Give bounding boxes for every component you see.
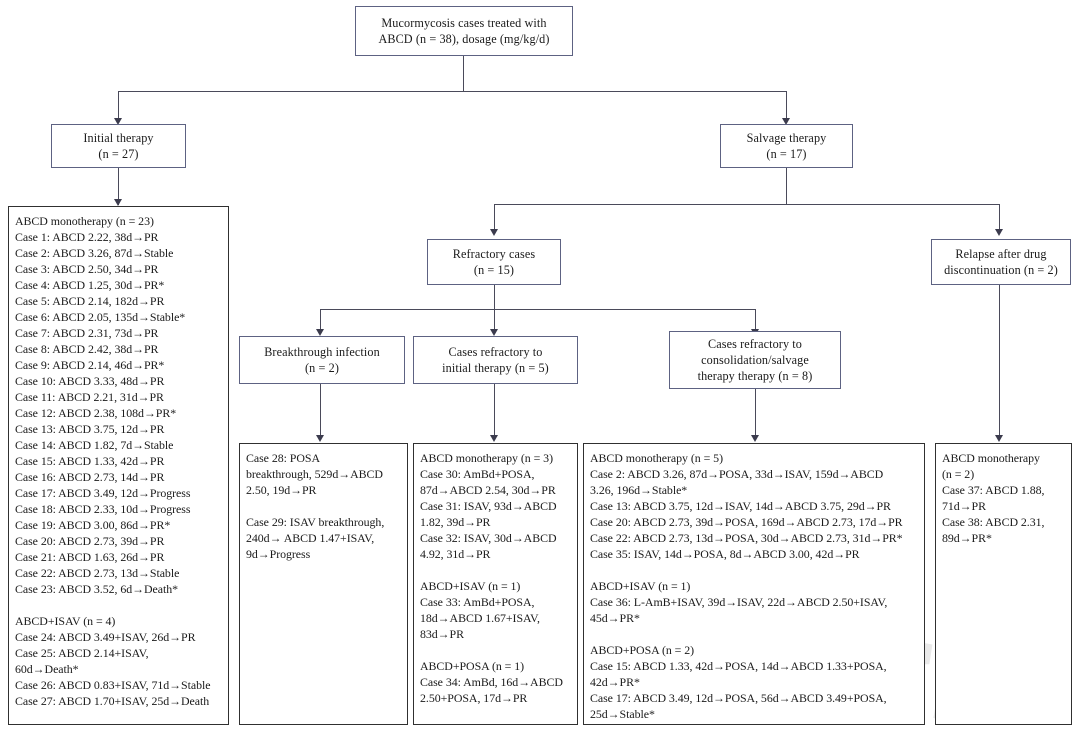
connector-relapse-to-cases [999, 285, 1000, 437]
node-refractory-to-consolidation-label: Cases refractory to consolidation/salvag… [697, 336, 813, 384]
node-relapse-label: Relapse after drug discontinuation (n = … [944, 246, 1058, 277]
arrowhead-to-salvage [781, 118, 790, 125]
connector-refractory-stem [494, 285, 495, 309]
leaf-refractory-consolidation-cases-text: ABCD monotherapy (n = 5) Case 2: ABCD 3.… [590, 451, 903, 721]
arrowhead-breakthrough-to-cases [315, 435, 324, 442]
node-breakthrough-infection: Breakthrough infection (n = 2) [239, 336, 405, 384]
leaf-breakthrough-cases: Case 28: POSA breakthrough, 529d→ABCD 2.… [239, 443, 408, 725]
node-salvage-therapy-label: Salvage therapy (n = 17) [746, 130, 827, 161]
node-refractory-cases-label: Refractory cases (n = 15) [452, 246, 536, 277]
leaf-breakthrough-cases-text: Case 28: POSA breakthrough, 529d→ABCD 2.… [246, 451, 385, 561]
arrowhead-refractory-consolidation-to-cases [750, 435, 759, 442]
connector-refractory-initial-to-cases [494, 384, 495, 437]
node-breakthrough-label: Breakthrough infection (n = 2) [264, 344, 380, 375]
leaf-relapse-cases: ABCD monotherapy (n = 2) Case 37: ABCD 1… [935, 443, 1072, 725]
connector-refractory-consolidation-to-cases [755, 389, 756, 437]
connector-root-split [118, 91, 787, 92]
node-refractory-to-initial-label: Cases refractory to initial therapy (n =… [442, 344, 549, 375]
node-initial-therapy-label: Initial therapy (n = 27) [83, 130, 154, 161]
node-refractory-to-initial: Cases refractory to initial therapy (n =… [413, 336, 578, 384]
connector-salvage-split [494, 204, 999, 205]
leaf-refractory-initial-cases-text: ABCD monotherapy (n = 3) Case 30: AmBd+P… [420, 451, 563, 705]
connector-to-salvage [786, 91, 787, 120]
node-refractory-to-consolidation: Cases refractory to consolidation/salvag… [669, 331, 841, 389]
node-initial-therapy: Initial therapy (n = 27) [51, 124, 186, 168]
connector-to-breakthrough [320, 309, 321, 331]
arrowhead-relapse-to-cases [994, 435, 1003, 442]
leaf-relapse-cases-text: ABCD monotherapy (n = 2) Case 37: ABCD 1… [942, 451, 1045, 545]
node-root: Mucormycosis cases treated with ABCD (n … [355, 6, 573, 56]
connector-refractory-split [320, 309, 756, 310]
leaf-initial-therapy-cases-text: ABCD monotherapy (n = 23) Case 1: ABCD 2… [15, 214, 211, 708]
arrowhead-to-refractory-initial [489, 329, 498, 336]
connector-salvage-stem [786, 168, 787, 204]
leaf-refractory-initial-cases: ABCD monotherapy (n = 3) Case 30: AmBd+P… [413, 443, 578, 725]
node-refractory-cases: Refractory cases (n = 15) [427, 239, 561, 285]
connector-to-initial [118, 91, 119, 120]
node-root-label: Mucormycosis cases treated with ABCD (n … [378, 15, 550, 46]
connector-to-relapse [999, 204, 1000, 231]
leaf-refractory-consolidation-cases: ABCD monotherapy (n = 5) Case 2: ABCD 3.… [583, 443, 925, 725]
connector-to-refractory-consolidation [755, 309, 756, 331]
arrowhead-to-breakthrough [315, 329, 324, 336]
connector-breakthrough-to-cases [320, 384, 321, 437]
connector-root-stem [463, 56, 464, 91]
connector-to-refractory [494, 204, 495, 231]
connector-initial-to-cases [118, 168, 119, 205]
arrowhead-refractory-initial-to-cases [489, 435, 498, 442]
node-salvage-therapy: Salvage therapy (n = 17) [720, 124, 853, 168]
node-relapse-after-discontinuation: Relapse after drug discontinuation (n = … [931, 239, 1071, 285]
arrowhead-to-relapse [994, 229, 1003, 236]
connector-to-refractory-initial [494, 309, 495, 331]
arrowhead-to-initial [113, 118, 122, 125]
arrowhead-initial-to-cases [113, 199, 122, 206]
leaf-initial-therapy-cases: ABCD monotherapy (n = 23) Case 1: ABCD 2… [8, 206, 229, 725]
arrowhead-to-refractory [489, 229, 498, 236]
